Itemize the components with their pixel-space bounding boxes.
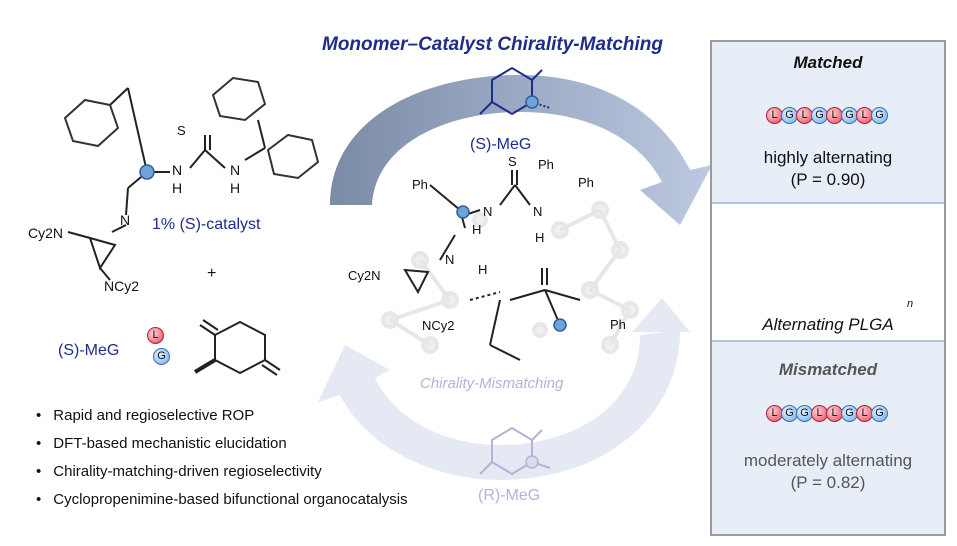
dft-model-ghost bbox=[381, 201, 639, 354]
mismatch-label: Chirality-Mismatching bbox=[420, 375, 564, 392]
top-monomer-label: (S)-MeG bbox=[470, 136, 532, 153]
atom-label-h1: H bbox=[172, 180, 183, 196]
ts-s: S bbox=[508, 154, 517, 169]
ts-ph2: Ph bbox=[538, 157, 554, 172]
ts-h2: H bbox=[535, 230, 545, 245]
matching-arrow bbox=[330, 75, 712, 225]
mismatched-title: Mismatched bbox=[778, 360, 878, 379]
bullet-item: Chirality-matching-driven regioselectivi… bbox=[36, 458, 408, 486]
polymer-section bbox=[712, 204, 944, 340]
monomer-left-structure bbox=[193, 319, 281, 376]
seq-bead: G bbox=[871, 107, 888, 124]
atom-label-n1: N bbox=[172, 162, 183, 178]
ts-ph3: Ph bbox=[578, 175, 594, 190]
atom-label-h2: H bbox=[230, 180, 241, 196]
key-points-list: Rapid and regioselective ROP DFT-based m… bbox=[36, 402, 408, 514]
atom-label-n2: N bbox=[230, 162, 241, 178]
polymer-label: Alternating PLGA bbox=[762, 315, 894, 334]
atom-label-ncy2: NCy2 bbox=[104, 278, 140, 294]
bullet-item: Cyclopropenimine-based bifunctional orga… bbox=[36, 486, 407, 514]
lg-bead-pair: L G bbox=[147, 327, 170, 365]
section-divider bbox=[712, 202, 944, 204]
mismatching-arrow bbox=[318, 330, 680, 480]
atom-label-s: S bbox=[177, 123, 186, 138]
atom-label-cy2n: Cy2N bbox=[28, 225, 64, 241]
mismatched-section bbox=[712, 342, 944, 534]
catalyst-structure bbox=[63, 76, 320, 281]
monomer-left-label: (S)-MeG bbox=[58, 342, 120, 359]
diagram-title: Monomer–Catalyst Chirality-Matching bbox=[322, 34, 663, 55]
bottom-monomer-label: (R)-MeG bbox=[478, 487, 541, 504]
transition-state-structure bbox=[403, 170, 581, 361]
ts-n2: N bbox=[533, 204, 543, 219]
atom-label-n3: N bbox=[120, 212, 131, 228]
mismatched-sequence: L G G L L G L G bbox=[712, 405, 944, 422]
ts-ncy2: NCy2 bbox=[422, 318, 455, 333]
matched-title: Matched bbox=[793, 53, 863, 72]
catalyst-label: 1% (S)-catalyst bbox=[152, 216, 261, 233]
matched-desc: highly alternating bbox=[763, 148, 893, 167]
ts-n1: N bbox=[483, 204, 493, 219]
matched-sequence: L G L G L G L G bbox=[712, 107, 944, 124]
bead-G: G bbox=[153, 348, 170, 365]
plus-sign: + bbox=[207, 265, 217, 282]
ts-cy2n: Cy2N bbox=[348, 268, 381, 283]
ts-h3: H bbox=[478, 262, 488, 277]
ts-ph4: Ph bbox=[610, 317, 626, 332]
bullet-item: DFT-based mechanistic elucidation bbox=[36, 430, 408, 458]
bullet-item: Rapid and regioselective ROP bbox=[36, 402, 408, 430]
seq-bead: G bbox=[841, 107, 858, 124]
matched-section bbox=[712, 42, 944, 202]
seq-bead: L bbox=[856, 107, 873, 124]
ts-h1: H bbox=[472, 222, 482, 237]
mismatched-p-value: (P = 0.82) bbox=[790, 473, 866, 492]
bead-L: L bbox=[147, 327, 164, 344]
matched-p-value: (P = 0.90) bbox=[790, 170, 866, 189]
stereocenter-marker bbox=[139, 164, 155, 180]
ts-ph1: Ph bbox=[412, 177, 428, 192]
section-divider bbox=[712, 340, 944, 342]
ts-n3: N bbox=[445, 252, 455, 267]
mismatched-desc: moderately alternating bbox=[743, 451, 913, 470]
polymer-subscript: n bbox=[907, 298, 914, 310]
seq-bead: G bbox=[841, 405, 858, 422]
seq-bead: G bbox=[871, 405, 888, 422]
